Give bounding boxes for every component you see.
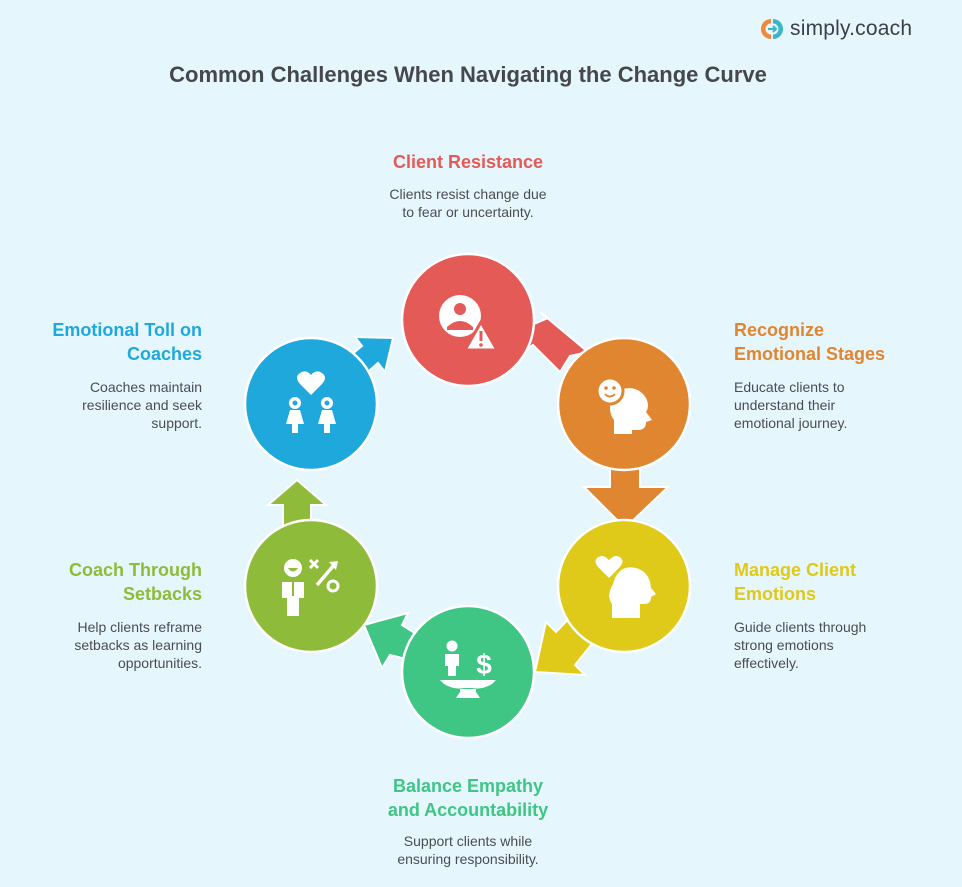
node-description: Guide clients through strong emotions ef…: [734, 619, 867, 671]
smiling-head-icon: [595, 376, 652, 434]
user-warning-icon: [439, 295, 500, 352]
node-label-emotional-toll: Emotional Toll on Coaches Coaches mainta…: [2, 318, 202, 432]
node-description: Support clients while ensuring responsib…: [397, 833, 539, 867]
node-label-client-resistance: Client Resistance Clients resist change …: [358, 150, 578, 221]
two-people-heart-icon: [286, 371, 336, 433]
node-description: Clients resist change due to fear or unc…: [389, 186, 547, 220]
node-label-recognize-emotional-stages: Recognize Emotional Stages Educate clien…: [734, 318, 944, 432]
node-title: Emotional Toll on Coaches: [52, 320, 202, 364]
brand-name: simply.coach: [790, 17, 913, 40]
svg-text:$: $: [476, 649, 492, 680]
node-label-coach-through-setbacks: Coach Through Setbacks Help clients refr…: [2, 558, 202, 672]
balance-scale-icon: $: [440, 640, 496, 698]
node-title: Coach Through Setbacks: [69, 560, 202, 604]
node-description: Coaches maintain resilience and seek sup…: [82, 379, 202, 431]
node-label-manage-client-emotions: Manage Client Emotions Guide clients thr…: [734, 558, 944, 672]
node-title: Balance Empathy and Accountability: [387, 776, 549, 820]
node-label-balance-empathy: Balance Empathy and Accountability Suppo…: [348, 774, 588, 868]
node-title: Client Resistance: [392, 152, 544, 172]
arrow-orange-to-yellow: [581, 464, 671, 530]
coach-strategy-icon: [282, 558, 340, 616]
node-circle-coach-through-setbacks: [243, 518, 379, 654]
node-description: Educate clients to understand their emot…: [734, 379, 848, 431]
simply-coach-logo-icon: [761, 19, 783, 39]
node-circle-emotional-toll: [243, 336, 379, 472]
heart-head-icon: [592, 552, 656, 618]
brand-logo: simply.coach: [760, 17, 912, 41]
node-title: Manage Client Emotions: [734, 560, 857, 604]
node-title: Recognize Emotional Stages: [734, 320, 886, 364]
page-title: Common Challenges When Navigating the Ch…: [169, 62, 767, 87]
node-description: Help clients reframe setbacks as learnin…: [74, 619, 202, 671]
node-circle-balance-empathy: [400, 604, 536, 740]
